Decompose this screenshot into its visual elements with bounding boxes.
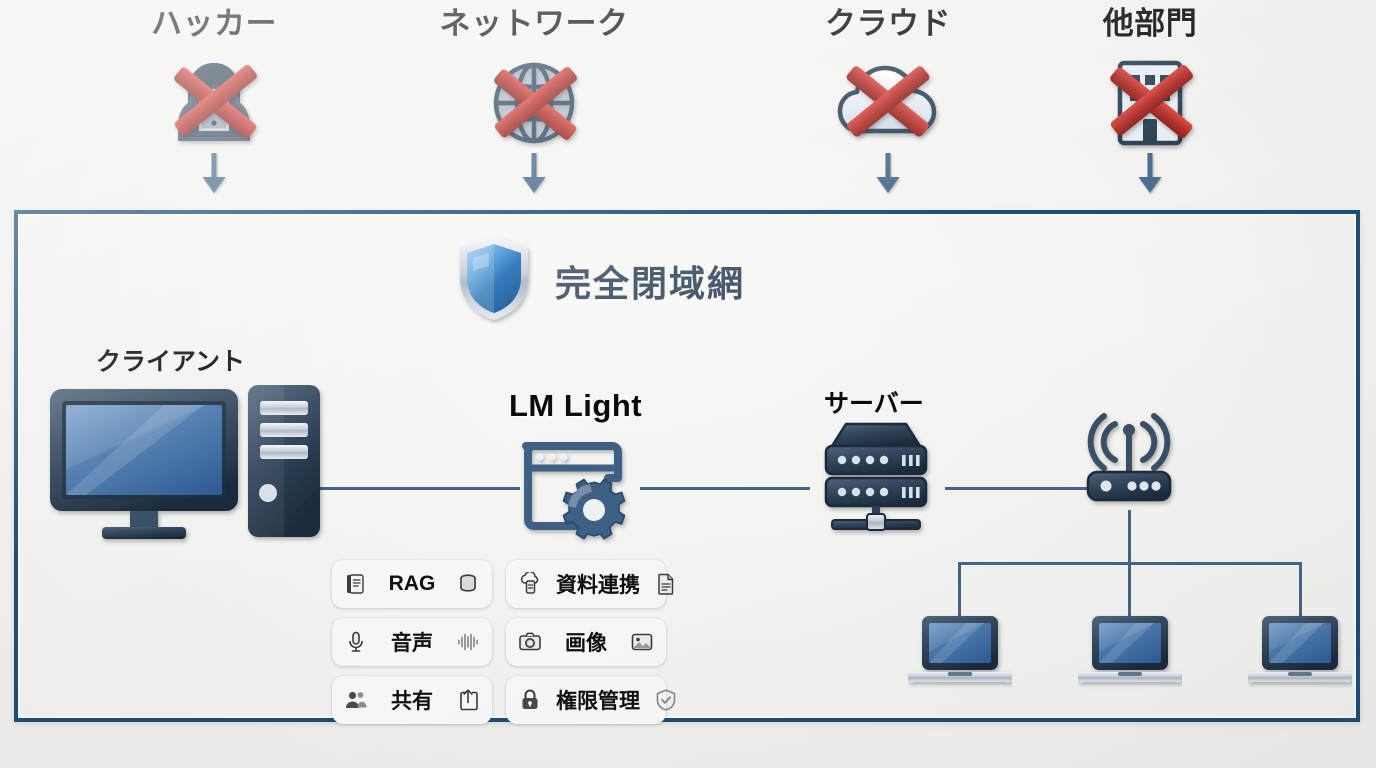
feature-chip-voice[interactable]: 音声 [332,618,492,666]
cloud-document-icon [520,572,539,594]
feature-chip-label: 資料連携 [556,574,640,597]
threat-label: ネットワーク [439,6,629,41]
database-icon [460,574,476,592]
server-label: サーバー [824,390,924,418]
blocked-x-mark [1110,64,1193,138]
wifi-router-icon [1082,408,1176,517]
feature-chip-permission[interactable]: 権限管理 [506,676,676,724]
wire-server-to-router [945,487,1095,490]
feature-chip-share[interactable]: 共有 [332,676,492,724]
wire-router-drop [1128,510,1131,564]
lmlight-label: LM Light [509,388,643,423]
hacker-icon [152,49,276,157]
client-label: クライアント [96,348,246,376]
photo-icon [631,633,653,651]
share-icon [460,689,478,711]
down-arrow-icon [1135,153,1165,195]
shield-check-icon [656,689,676,711]
wire-lmlight-to-server [640,487,810,490]
feature-chip-rag[interactable]: RAG [332,560,492,608]
feature-chip-label: RAG [388,572,436,595]
laptop-icon [906,614,1014,695]
headline-text: 完全閉域網 [555,262,746,304]
threat-label: ハッカー [151,6,277,41]
feature-chip-label: 音声 [391,632,433,655]
threat-network: ネットワーク [434,8,634,195]
server-rack-icon [812,420,940,541]
threat-label: クラウド [825,6,951,41]
laptop-icon [1076,614,1184,695]
threat-label: 他部門 [1102,6,1198,41]
blocked-x-mark [174,64,257,138]
feature-chip-label: 権限管理 [556,690,640,713]
down-arrow-icon [199,153,229,195]
window-gear-icon [518,438,634,549]
feature-chip-list: RAG 資料連携 [332,560,838,724]
feature-chip-image[interactable]: 画像 [506,618,666,666]
document-icon [658,573,674,595]
blocked-x-mark [494,66,577,140]
cloud-icon [826,49,950,157]
wire-client-to-lmlight [320,487,520,490]
waveform-icon [458,633,478,651]
feature-chip-label: 共有 [391,690,433,713]
feature-chip-label: 画像 [565,632,607,655]
threat-cloud: クラウド [788,8,988,195]
shield-icon [455,232,533,329]
wire-laptop-drop-3 [1299,562,1302,618]
wire-laptop-drop-2 [1128,562,1131,618]
feature-chip-document-link[interactable]: 資料連携 [506,560,674,608]
desktop-computer-icon [44,385,330,550]
globe-icon [472,49,596,157]
down-arrow-icon [873,153,903,195]
threat-other-department: 他部門 [1050,8,1250,195]
down-arrow-icon [519,153,549,195]
wire-laptop-drop-1 [958,562,961,618]
blocked-x-mark [846,66,930,137]
headline: 完全閉域網 [455,232,745,329]
microphone-icon [349,631,363,652]
people-icon [346,691,367,708]
lock-icon [522,689,538,709]
camera-icon [519,632,541,651]
laptop-icon [1246,614,1354,695]
building-icon [1088,49,1212,157]
book-icon [347,574,364,594]
threat-hacker: ハッカー [114,8,314,195]
